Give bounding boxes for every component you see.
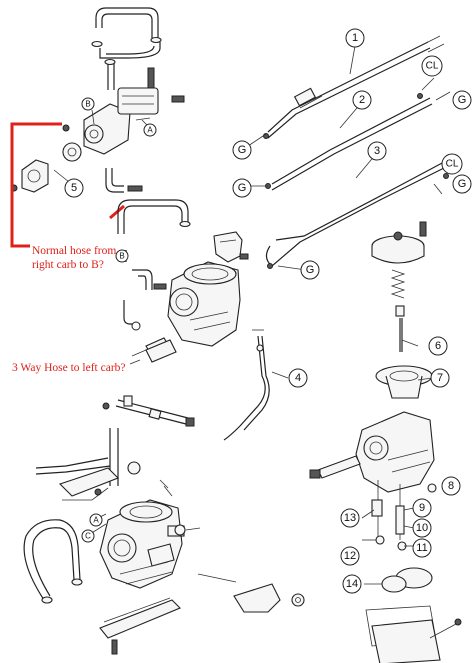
- callout-8-label: 8: [448, 480, 454, 492]
- callout-a-1: A: [143, 123, 157, 137]
- callout-g-2-label: G: [238, 182, 247, 194]
- callout-cl-2-label: CL: [446, 159, 459, 170]
- hose-annotation-line-2: right carb to B?: [32, 259, 104, 271]
- callout-7: 7: [430, 368, 450, 388]
- callout-g-5-label: G: [306, 264, 315, 276]
- callout-3-label: 3: [374, 145, 380, 157]
- callout-cl-1: CL: [421, 55, 443, 77]
- callout-1-label: 1: [352, 32, 358, 44]
- callout-c-1-label: C: [85, 532, 91, 541]
- callout-11-label: 11: [416, 542, 427, 554]
- carb-top-assembly: [371, 221, 433, 399]
- carburetor-right: [167, 231, 249, 347]
- callout-b-1: B: [81, 97, 95, 111]
- callout-b-1-label: B: [85, 100, 90, 109]
- hose-annotation: Normal hose from right carb to B?: [32, 244, 116, 272]
- carburetor-left: [35, 428, 201, 589]
- callout-1: 1: [345, 28, 365, 48]
- callout-4-label: 4: [295, 372, 301, 384]
- air-switching-valve: [10, 67, 185, 193]
- callout-a-2-label: A: [93, 516, 99, 525]
- callout-g-3-label: G: [458, 94, 467, 106]
- choke-cable: [223, 329, 270, 441]
- three-way-hose-annotation: 3 Way Hose to left carb?: [12, 362, 126, 374]
- callout-2: 2: [352, 90, 372, 110]
- carb-body-lower-right: [309, 411, 462, 663]
- callout-8: 8: [441, 476, 461, 496]
- bottom-left-hose: [23, 519, 83, 604]
- callout-b-2: B: [115, 249, 129, 263]
- hose-annotation-line-1: Normal hose from: [32, 245, 117, 257]
- callout-10: 10: [412, 518, 432, 538]
- callout-c-1: C: [81, 529, 95, 543]
- callout-9: 9: [412, 498, 432, 518]
- callout-g-2: G: [232, 178, 252, 198]
- callout-6-label: 6: [435, 340, 441, 352]
- callout-cl-1-label: CL: [426, 61, 439, 72]
- callout-7-label: 7: [437, 372, 443, 384]
- callout-13-label: 13: [344, 512, 356, 524]
- callout-2-label: 2: [359, 94, 365, 106]
- callout-g-1: G: [232, 140, 252, 160]
- callout-cl-2: CL: [441, 153, 463, 175]
- fuel-hoses-middle: [102, 339, 195, 427]
- callout-5: 5: [64, 178, 84, 198]
- callout-6: 6: [428, 336, 448, 356]
- callout-12: 12: [340, 546, 360, 566]
- callout-14-label: 14: [346, 578, 358, 590]
- callout-g-1-label: G: [238, 144, 247, 156]
- red-annotation-bracket: [10, 122, 125, 248]
- callout-a-1-label: A: [147, 126, 153, 135]
- callout-g-4: G: [452, 174, 472, 194]
- callout-5-label: 5: [71, 182, 77, 194]
- callout-g-4-label: G: [458, 178, 467, 190]
- callout-11: 11: [412, 538, 432, 558]
- callout-g-3: G: [452, 90, 472, 110]
- callout-10-label: 10: [416, 522, 428, 534]
- callout-14: 14: [342, 574, 362, 594]
- callout-3: 3: [367, 141, 387, 161]
- callout-g-5: G: [300, 260, 320, 280]
- callout-12-label: 12: [344, 550, 356, 562]
- bottom-plate-bracket: [99, 573, 305, 655]
- breather-hose-top: [91, 7, 162, 90]
- callout-b-2-label: B: [119, 252, 124, 261]
- callout-9-label: 9: [419, 502, 425, 514]
- callout-a-2: A: [89, 513, 103, 527]
- callout-4: 4: [288, 368, 308, 388]
- callout-13: 13: [340, 508, 360, 528]
